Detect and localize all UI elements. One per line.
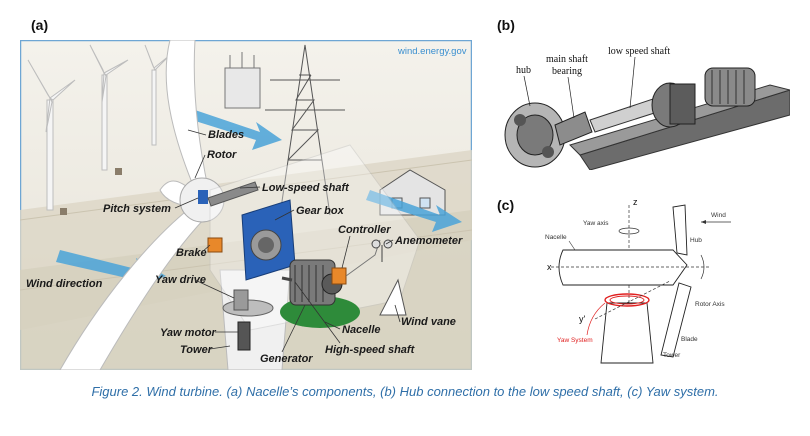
leader-lines-b [523, 56, 636, 119]
panel-b-illustration: hub main shaft bearing low speed shaft [500, 40, 792, 171]
power-pylon [265, 44, 345, 216]
controller-part [331, 267, 347, 285]
blade-bottom [660, 282, 692, 358]
label-blades: Blades [208, 129, 244, 141]
blade-top [672, 204, 688, 256]
label-rotor: Rotor [207, 149, 237, 161]
panel-b-label: (b) [497, 17, 515, 33]
label-gear-box: Gear box [296, 205, 345, 217]
nacelle-body [558, 249, 688, 286]
label-y: y' [579, 314, 586, 324]
label-wind-vane: Wind vane [401, 316, 456, 328]
wind-vane-part [379, 278, 407, 316]
y-axis [594, 280, 671, 320]
transformer [224, 52, 261, 109]
label-bearing: bearing [552, 66, 582, 77]
panel-a-illustration: wind.energy.gov Blades Rotor Low-speed s… [19, 39, 473, 371]
generator-part-b [704, 67, 756, 107]
label-brake: Brake [176, 247, 207, 259]
main-shaft-bearing-part [554, 111, 593, 146]
label-tower: Tower [180, 344, 213, 356]
label-generator: Generator [260, 353, 313, 365]
leader-lines [174, 129, 401, 353]
label-blade: Blade [681, 336, 698, 343]
label-yaw-system: Yaw System [557, 337, 593, 344]
hub-part [504, 102, 566, 168]
figure-caption: Figure 2. Wind turbine. (a) Nacelle’s co… [91, 384, 719, 399]
pitch-system-part [198, 190, 208, 204]
panel-c-label: (c) [497, 197, 515, 213]
label-yaw-axis: Yaw axis [583, 220, 609, 227]
label-yaw-motor: Yaw motor [160, 327, 217, 339]
label-z: z [633, 197, 638, 207]
label-x: x [547, 262, 552, 272]
source-credit: wind.energy.gov [397, 46, 467, 57]
label-wind: Wind [711, 212, 726, 219]
label-pitch-system: Pitch system [103, 203, 171, 215]
yaw-system-schematic: z Yaw axis Wind Nacelle x Hub Rotor Axis… [545, 197, 731, 364]
gearbox-part [241, 199, 296, 281]
tower-c [600, 302, 654, 364]
yaw-drive-part [222, 289, 274, 317]
label-hub: hub [516, 65, 531, 76]
label-main-shaft: main shaft [546, 54, 588, 65]
gearbox-part-b [651, 82, 696, 128]
label-low-speed-shaft: Low-speed shaft [262, 182, 350, 194]
label-high-speed-shaft: High-speed shaft [325, 344, 416, 356]
label-low-speed-shaft-b: low speed shaft [608, 46, 670, 57]
label-hub-c: Hub [690, 237, 702, 244]
turbine-nacelle-illustration: wind.energy.gov Blades Rotor Low-speed s… [19, 39, 473, 371]
label-wind-direction: Wind direction [26, 278, 103, 290]
yaw-motor-part [237, 321, 251, 351]
generator-part [280, 259, 360, 328]
panel-a-label: (a) [31, 17, 49, 33]
yaw-ring [604, 293, 650, 307]
hub-shaft-rendering: hub main shaft bearing low speed shaft [504, 46, 792, 171]
label-nacelle-c: Nacelle [545, 234, 567, 241]
label-controller: Controller [338, 224, 391, 236]
label-anemometer: Anemometer [394, 235, 463, 247]
label-tower-c: Tower [663, 352, 681, 359]
label-rotor-axis: Rotor Axis [695, 301, 725, 308]
label-nacelle: Nacelle [342, 324, 381, 336]
panel-c-schematic: z Yaw axis Wind Nacelle x Hub Rotor Axis… [535, 195, 745, 370]
background-turbines [27, 44, 171, 211]
label-yaw-drive: Yaw drive [155, 274, 206, 286]
brake-part [207, 237, 223, 253]
